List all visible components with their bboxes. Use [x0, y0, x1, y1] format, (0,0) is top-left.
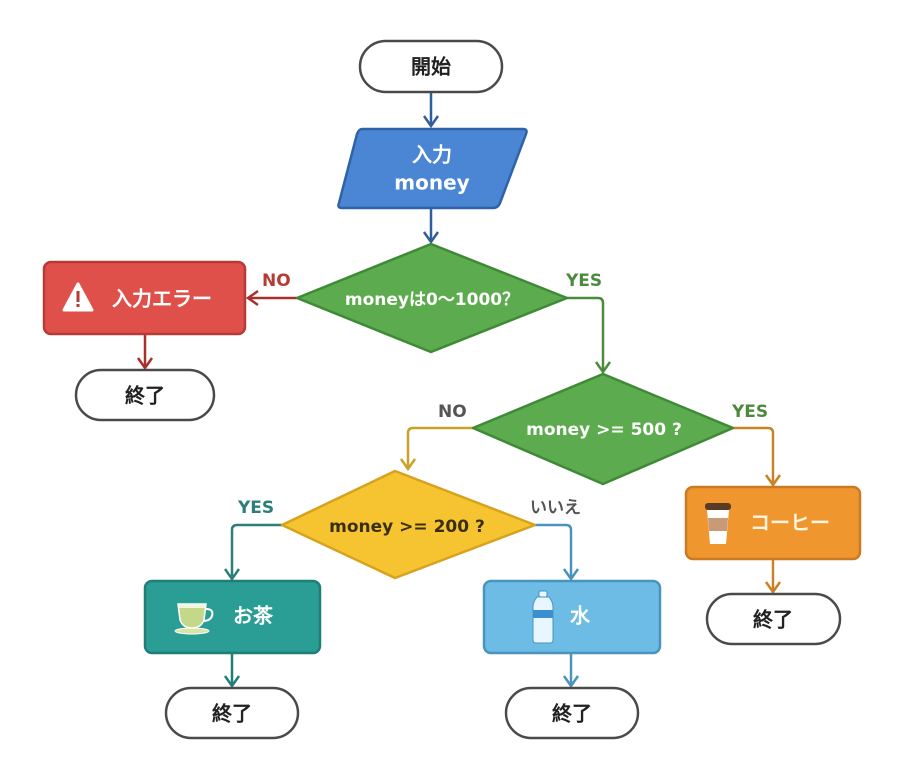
- edge-label-range-no: NO: [262, 271, 291, 291]
- coffee-cup-icon: [705, 503, 731, 544]
- edge-water-to-end: [562, 653, 580, 689]
- end-label-coffee: 終了: [753, 608, 793, 632]
- error-label: 入力エラー: [112, 287, 212, 311]
- end-node-tea[interactable]: 終了: [164, 686, 300, 740]
- warning-icon: [62, 282, 94, 312]
- end-label-water: 終了: [552, 702, 592, 726]
- edge-range-yes-to-decision-500: [567, 296, 612, 375]
- input-label-line1: 入力: [412, 143, 452, 167]
- error-node[interactable]: 入力エラー: [42, 260, 247, 336]
- coffee-node[interactable]: コーヒー: [684, 485, 862, 561]
- end-label-tea: 終了: [212, 702, 252, 726]
- edge-500-yes-to-coffee: [733, 426, 782, 488]
- coffee-label: コーヒー: [750, 511, 830, 535]
- edge-label-200-no: いいえ: [530, 498, 581, 518]
- decision-200-node[interactable]: money >= 200 ?: [280, 469, 537, 580]
- decision-range-label: moneyは0〜1000？: [345, 290, 519, 310]
- input-label-line2: money: [394, 171, 469, 195]
- water-bottle-icon: [532, 590, 554, 644]
- decision-range-node[interactable]: moneyは0〜1000？: [295, 242, 569, 354]
- water-node[interactable]: 水: [482, 579, 662, 655]
- edge-label-500-no: NO: [438, 402, 467, 422]
- end-node-water[interactable]: 終了: [504, 686, 640, 740]
- end-node-error[interactable]: 終了: [74, 368, 216, 422]
- edge-range-no-to-error: [245, 289, 297, 307]
- edge-error-to-end: [136, 334, 154, 371]
- water-label: 水: [570, 604, 591, 628]
- edge-input-to-range-decision: [422, 208, 440, 245]
- decision-500-label: money >= 500 ?: [526, 420, 682, 440]
- connectors: [136, 92, 782, 689]
- tea-node[interactable]: お茶: [143, 579, 322, 655]
- edge-label-200-yes: YES: [237, 498, 274, 518]
- start-label: 開始: [411, 55, 451, 79]
- edge-500-no-to-decision-200: [399, 426, 473, 472]
- edge-coffee-to-end: [764, 559, 782, 595]
- tea-label: お茶: [233, 604, 274, 628]
- end-label-error: 終了: [125, 384, 165, 408]
- end-node-coffee[interactable]: 終了: [705, 592, 842, 646]
- teacup-icon: [174, 603, 214, 635]
- input-node[interactable]: 入力 money: [337, 127, 528, 210]
- edge-tea-to-end: [223, 653, 241, 689]
- edge-label-range-yes: YES: [565, 271, 602, 291]
- decision-200-label: money >= 200 ?: [329, 517, 485, 537]
- decision-500-node[interactable]: money >= 500 ?: [471, 372, 735, 486]
- edge-start-to-input: [422, 92, 440, 129]
- edge-200-yes-to-tea: [223, 523, 282, 582]
- edge-200-no-to-water: [535, 523, 580, 582]
- start-node[interactable]: 開始: [358, 39, 504, 94]
- edge-label-500-yes: YES: [731, 402, 768, 422]
